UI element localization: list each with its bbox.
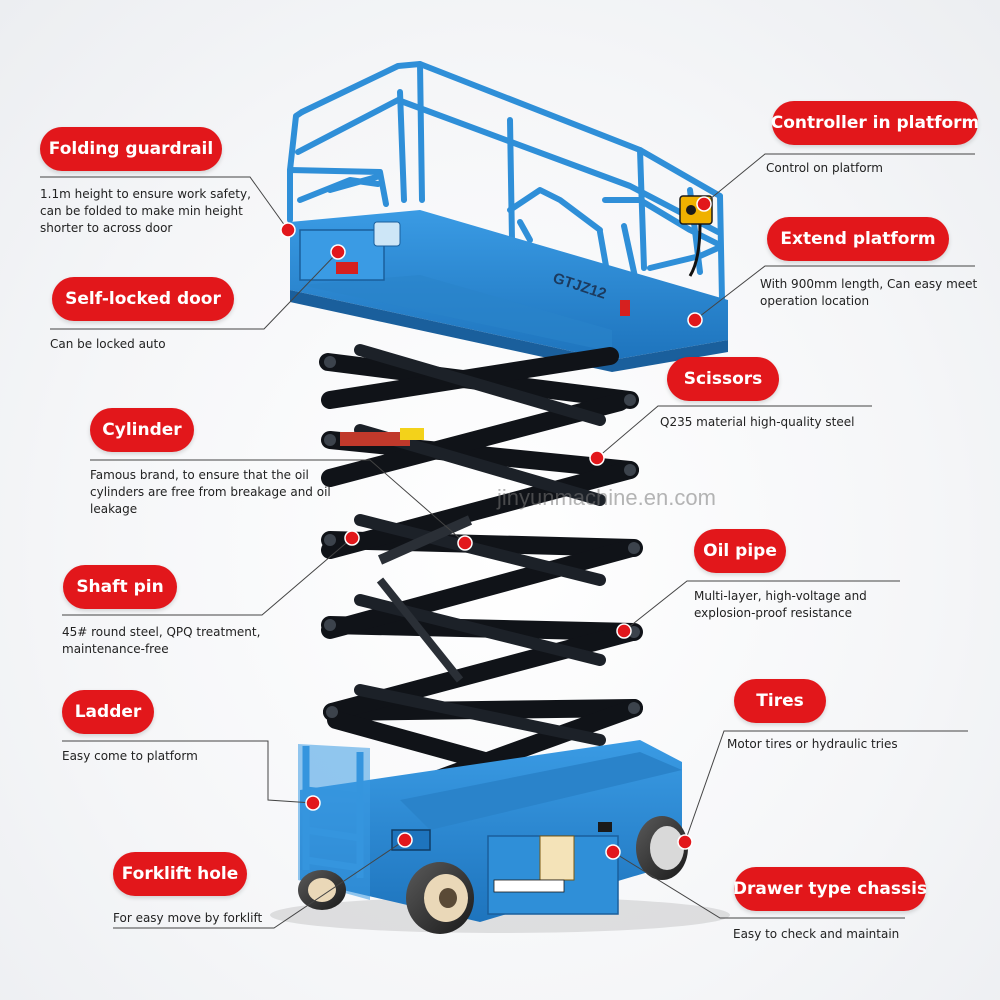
desc-shaft-pin: 45# round steel, QPQ treatment, maintena… [62,624,260,658]
leader-ladder [62,740,314,804]
watermark: jinyunmachine.en.com [497,485,716,510]
desc-extend-platform: With 900mm length, Can easy meet operati… [760,276,977,310]
desc-ladder: Easy come to platform [62,748,198,765]
leader-self-locked-door [50,251,339,330]
desc-line: 45# round steel, QPQ treatment, [62,625,261,639]
marker-oil-pipe [616,623,632,639]
label-folding-guardrail: Folding guardrail [40,127,222,171]
label-ladder: Ladder [62,690,154,734]
marker-tires [677,834,693,850]
desc-line: Easy to check and maintain [733,927,900,941]
leader-tires [684,730,968,843]
desc-self-locked-door: Can be locked auto [50,336,166,353]
label-forklift-hole: Forklift hole [113,852,247,896]
desc-line: 1.1m height to ensure work safety, [40,187,251,201]
chassis [298,740,682,922]
leader-scissors [596,405,872,459]
desc-cylinder: Famous brand, to ensure that the oil cyl… [90,467,331,518]
marker-extend-platform [687,312,703,328]
leader-drawer-chassis [612,851,905,919]
label-controller: Controller in platform [771,101,979,145]
desc-folding-guardrail: 1.1m height to ensure work safety, can b… [40,186,251,237]
marker-controller [696,196,712,212]
marker-self-locked-door [330,244,346,260]
marker-shaft-pin [344,530,360,546]
leader-cylinder [90,459,466,544]
hydraulic-cylinder [340,428,473,683]
desc-line: Multi-layer, high-voltage and [694,589,867,603]
label-oil-pipe: Oil pipe [694,529,786,573]
desc-line: With 900mm length, Can easy meet [760,277,978,291]
label-drawer-chassis: Drawer type chassis [733,867,927,911]
desc-line: Q235 material high-quality steel [660,415,855,429]
desc-line: Motor tires or hydraulic tries [727,737,898,751]
marker-forklift-hole [397,832,413,848]
desc-line: shorter to across door [40,221,173,235]
label-extend-platform: Extend platform [767,217,949,261]
desc-line: leakage [90,502,138,516]
desc-controller: Control on platform [766,160,883,177]
desc-scissors: Q235 material high-quality steel [660,414,854,431]
platform-deck: GTJZ12 [290,195,728,372]
leader-folding-guardrail [40,176,289,231]
marker-ladder [305,795,321,811]
leader-forklift-hole [113,839,406,929]
label-tires: Tires [734,679,826,723]
desc-line: explosion-proof resistance [694,606,852,620]
marker-drawer-chassis [605,844,621,860]
desc-line: Famous brand, to ensure that the oil [90,468,309,482]
desc-line: can be folded to make min height [40,204,243,218]
desc-forklift-hole: For easy move by forklift [113,910,262,927]
leader-extend-platform [694,265,975,321]
desc-tires: Motor tires or hydraulic tries [727,736,898,753]
leader-controller [703,153,975,205]
marker-folding-guardrail [280,222,296,238]
wheels [298,816,688,934]
label-shaft-pin: Shaft pin [63,565,177,609]
desc-line: Easy come to platform [62,749,198,763]
desc-line: Control on platform [766,161,883,175]
desc-drawer-chassis: Easy to check and maintain [733,926,899,943]
desc-line: Can be locked auto [50,337,166,351]
desc-line: For easy move by forklift [113,911,263,925]
desc-line: operation location [760,294,870,308]
leader-oil-pipe [623,580,900,632]
warning-label [336,262,358,274]
label-self-locked-door: Self-locked door [52,277,234,321]
desc-line: maintenance-free [62,642,169,656]
desc-oil-pipe: Multi-layer, high-voltage and explosion-… [694,588,867,622]
marker-cylinder [457,535,473,551]
label-scissors: Scissors [667,357,779,401]
marker-scissors [589,450,605,466]
shaft-pins [324,356,640,718]
label-cylinder: Cylinder [90,408,194,452]
leader-shaft-pin [62,537,353,616]
desc-line: cylinders are free from breakage and oil [90,485,331,499]
